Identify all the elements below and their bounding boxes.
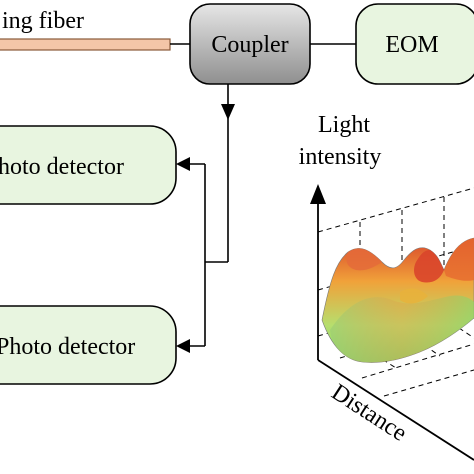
y-axis-arrow: [310, 184, 326, 204]
fiber-label: ing fiber: [2, 8, 84, 34]
x-axis: [317, 359, 474, 461]
eom-label: EOM: [385, 32, 438, 58]
detector-1-label: hoto detector: [0, 154, 124, 180]
intensity-surface: [321, 237, 474, 363]
x-axis-label: Distance: [327, 379, 412, 447]
coupler-box: Coupler: [189, 3, 311, 85]
arrow-to-detector-2: [176, 339, 190, 353]
photo-detector-1: hoto detector: [0, 125, 177, 205]
coupler-output-line: [176, 84, 235, 353]
y-axis-label-line1: Light: [318, 112, 370, 138]
sensing-fiber: ing fiber: [0, 8, 171, 51]
intensity-3d-plot: Light intensity Distance: [299, 112, 474, 461]
photo-detector-2: Photo detector: [0, 305, 177, 385]
eom-box: EOM: [355, 3, 474, 85]
coupler-label: Coupler: [211, 32, 288, 58]
arrow-to-detector-1: [176, 157, 190, 171]
y-axis-label-line2: intensity: [299, 144, 382, 170]
detector-2-label: Photo detector: [0, 334, 135, 360]
